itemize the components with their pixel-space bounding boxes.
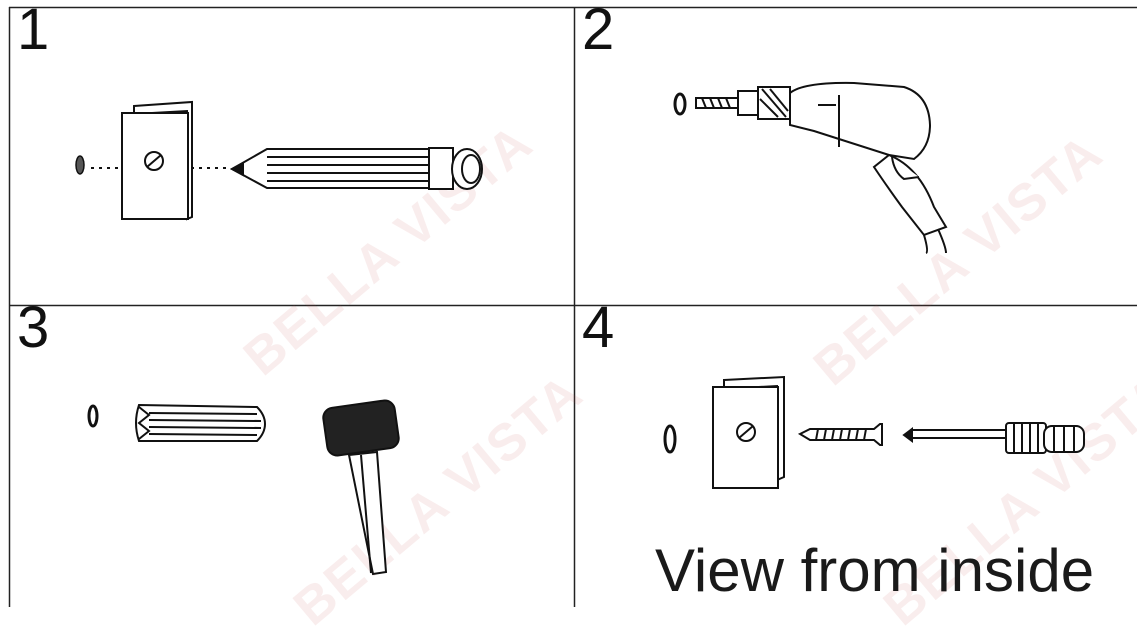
step-number: 2 <box>582 7 615 62</box>
clip-bracket-icon <box>712 375 785 489</box>
hole-icon <box>87 404 99 428</box>
step-2-panel: 2 <box>574 7 1137 305</box>
hole-icon <box>75 155 85 175</box>
step-number: 3 <box>17 305 50 360</box>
drill-icon <box>695 81 948 254</box>
mark-hole-illustration <box>75 100 483 221</box>
screwdriver-icon <box>902 422 1085 454</box>
step-1-panel: 1 <box>9 7 574 305</box>
step-4-panel: 4 <box>574 305 1137 607</box>
wall-anchor-icon <box>135 403 267 442</box>
mallet-icon <box>322 399 400 576</box>
view-caption: View from inside <box>655 537 1095 604</box>
hole-icon <box>673 92 687 116</box>
attach-clip-illustration <box>663 375 1085 489</box>
drill-hole-illustration <box>673 81 948 254</box>
step-number: 4 <box>582 305 615 360</box>
step-number: 1 <box>17 7 50 62</box>
clip-bracket-icon <box>121 100 193 221</box>
instruction-grid: BELLA VISTA BELLA VISTA BELLA VISTA BELL… <box>8 6 1137 637</box>
insert-anchor-illustration <box>87 399 400 576</box>
step-3-panel: 3 <box>9 305 574 607</box>
screw-icon <box>797 423 883 446</box>
hole-icon <box>663 424 677 454</box>
grid-lines <box>8 6 1137 607</box>
pencil-icon <box>229 147 483 190</box>
